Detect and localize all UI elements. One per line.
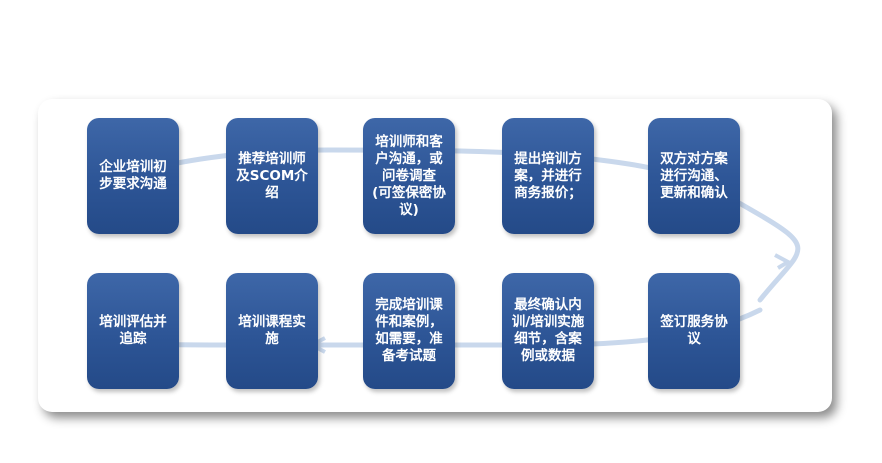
step-3-box: 培训师和客户沟通，或问卷调查 (可签保密协议) (363, 118, 455, 234)
step-6-box: 签订服务协议 (648, 273, 740, 389)
step-4-box: 提出培训方案，并进行商务报价； (502, 118, 594, 234)
step-2-box: 推荐培训师及SCOM介绍 (226, 118, 318, 234)
step-7-box: 最终确认内训/培训实施细节，含案例或数据 (502, 273, 594, 389)
step-2-label: 推荐培训师及SCOM介绍 (236, 150, 308, 201)
step-5-box: 双方对方案进行沟通、更新和确认 (648, 118, 740, 234)
step-7-label: 最终确认内训/培训实施细节，含案例或数据 (511, 297, 585, 364)
step-1-label: 企业培训初步要求沟通 (99, 159, 167, 192)
step-9-label: 培训课程实施 (238, 314, 306, 347)
step-4-label: 提出培训方案，并进行商务报价； (514, 150, 582, 201)
step-8-label: 完成培训课件和案例，如需要，准备考试题 (375, 297, 443, 364)
step-6-label: 签订服务协议 (660, 314, 728, 347)
step-10-box: 培训评估并追踪 (87, 273, 179, 389)
step-8-box: 完成培训课件和案例，如需要，准备考试题 (363, 273, 455, 389)
step-5-label: 双方对方案进行沟通、更新和确认 (660, 150, 728, 201)
step-1-box: 企业培训初步要求沟通 (87, 118, 179, 234)
step-3-label: 培训师和客户沟通，或问卷调查 (可签保密协议) (372, 133, 446, 218)
step-10-label: 培训评估并追踪 (99, 314, 167, 347)
step-9-box: 培训课程实施 (226, 273, 318, 389)
